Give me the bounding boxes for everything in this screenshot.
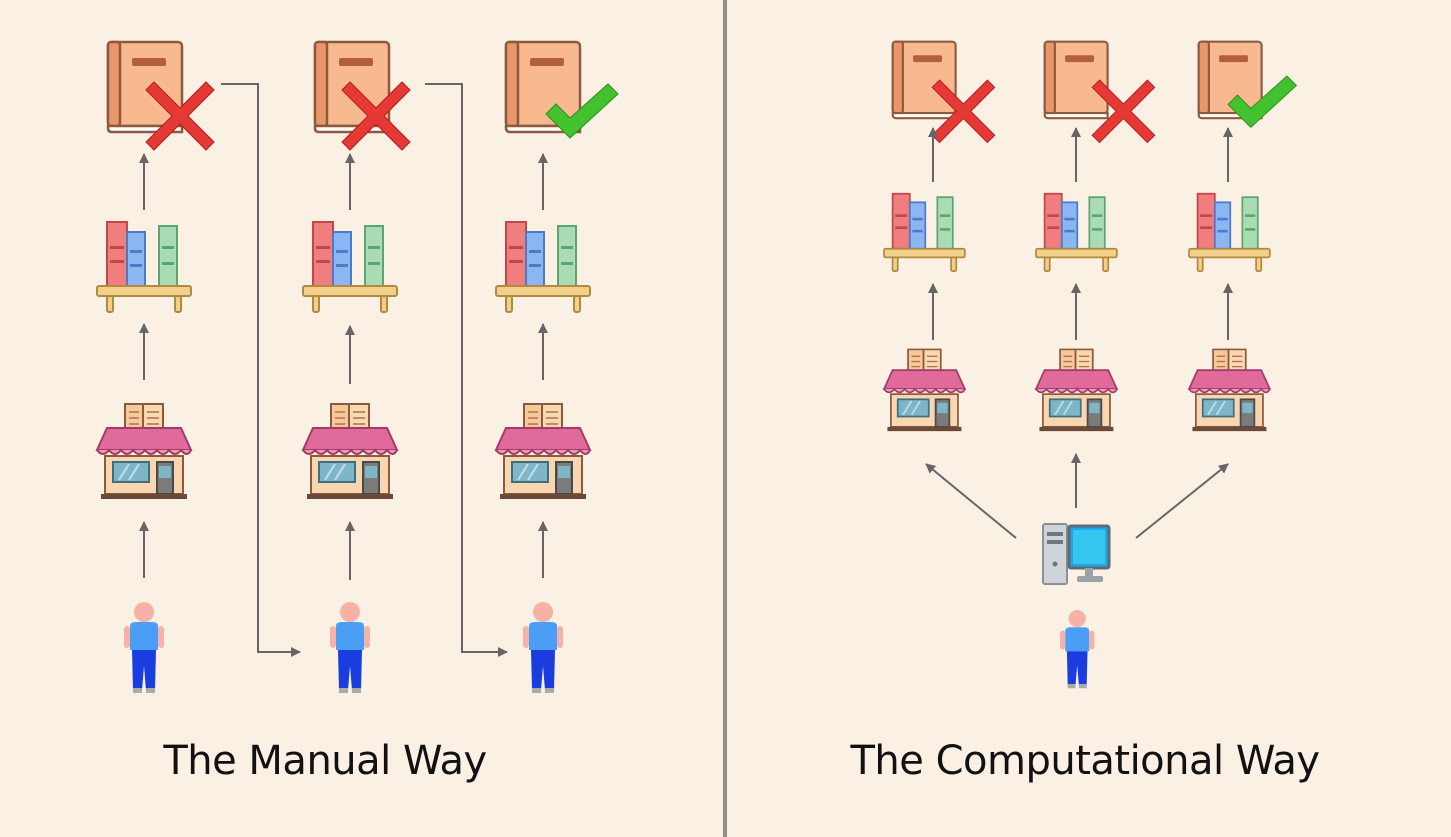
person-icon <box>523 602 563 693</box>
bookshelf-icon <box>495 221 591 313</box>
retry-connector-1 <box>221 83 301 657</box>
computational-way-panel <box>883 40 1297 689</box>
bookstore-icon <box>96 403 192 500</box>
fanout-arrow-right <box>1135 463 1229 539</box>
bookstore-icon <box>883 348 966 433</box>
computer-icon <box>1041 522 1111 586</box>
manual-column-1 <box>96 40 215 693</box>
manual-column-3 <box>495 40 619 693</box>
retry-connector-2 <box>425 83 508 657</box>
manual-way-panel <box>96 40 619 693</box>
person-icon <box>1060 610 1095 689</box>
bookstore-icon <box>1188 348 1271 433</box>
bookshelf-icon <box>883 192 966 272</box>
bookshelf-icon <box>1035 192 1118 272</box>
bookstore-icon <box>495 403 591 500</box>
person-icon <box>124 602 164 693</box>
bookshelf-icon <box>302 221 398 313</box>
book-icon <box>891 40 957 120</box>
person-icon <box>330 602 370 693</box>
manual-way-caption: The Manual Way <box>163 738 487 784</box>
bookstore-icon <box>1035 348 1118 433</box>
bookshelf-icon <box>96 221 192 313</box>
computational-column-1 <box>883 40 996 433</box>
computational-way-caption: The Computational Way <box>850 738 1320 784</box>
book-icon <box>1043 40 1109 120</box>
computational-column-3 <box>1188 40 1297 433</box>
manual-column-2 <box>302 40 411 693</box>
bookstore-icon <box>302 403 398 500</box>
bookshelf-icon <box>1188 192 1271 272</box>
fanout-arrow-left <box>925 463 1017 539</box>
computational-column-2 <box>1035 40 1156 433</box>
